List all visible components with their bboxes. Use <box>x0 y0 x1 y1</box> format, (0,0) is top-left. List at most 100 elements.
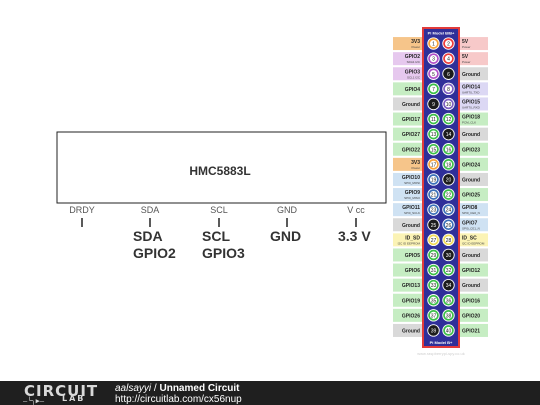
header-pin-number: 1 <box>432 42 435 48</box>
header-pin-name: GPIO6 <box>405 268 421 274</box>
header-pin-number: 10 <box>446 102 452 108</box>
header-pin-name: Ground <box>402 223 420 229</box>
header-pin-name: GPIO27 <box>402 132 420 138</box>
header-label-left <box>393 263 422 277</box>
circuit-title: Unnamed Circuit <box>159 383 240 394</box>
header-bottom-label: Pi Model B+ <box>430 340 453 345</box>
header-pin-center <box>444 190 453 199</box>
header-pin-number: 17 <box>431 162 437 168</box>
header-pin-number: 38 <box>446 313 452 319</box>
header-pin-name: GPIO13 <box>402 283 420 289</box>
header-pin-number: 33 <box>431 283 437 289</box>
header-label-left <box>393 172 422 186</box>
pin-connection-label: GPIO3 <box>202 245 245 261</box>
author-link[interactable]: aalsayyi <box>115 383 152 394</box>
header-pin-center <box>444 221 453 229</box>
header-pin-name: GPIO25 <box>462 193 480 199</box>
header-label-right <box>460 218 488 232</box>
header-pin-center <box>429 39 438 48</box>
header-pin-number: 4 <box>447 57 450 63</box>
header-pin-number: 21 <box>431 193 437 199</box>
header-label-right <box>460 278 488 292</box>
header-pin-center <box>429 85 438 93</box>
header-pin-center <box>429 115 438 123</box>
header-pin-center <box>429 221 438 229</box>
header-pin-center <box>429 100 438 108</box>
header-label-right <box>460 172 488 186</box>
header-pin-name: GPIO22 <box>402 147 420 153</box>
header-pin-center <box>444 175 453 184</box>
header-pin-name: 3V3 <box>411 160 420 166</box>
header-pin-number: 11 <box>431 117 436 123</box>
header-pin-number: 39 <box>431 328 437 334</box>
header-pin-name: Ground <box>462 177 480 183</box>
header-label-right <box>460 263 488 277</box>
header-pin-number: 23 <box>431 208 437 214</box>
header-pin-center <box>429 175 438 184</box>
header-label-left <box>393 248 422 262</box>
header-pin-number: 32 <box>446 268 452 274</box>
header-pin-number: 13 <box>431 132 437 138</box>
header-pin-name: GPIO3 <box>405 69 421 75</box>
header-pin-name: GPIO7 <box>462 220 478 226</box>
header-pin-name: GPIO8 <box>462 205 478 211</box>
header-label-right <box>460 112 488 126</box>
header-pin-number: 37 <box>431 313 437 319</box>
header-pin-name: GPIO19 <box>402 298 420 304</box>
header-pin-center <box>444 311 453 319</box>
header-pin-number: 26 <box>446 223 452 229</box>
chip-pin-label: V cc <box>347 205 365 215</box>
header-label-right <box>460 323 488 337</box>
header-pin-function: SPI0_CE0_N <box>462 211 480 215</box>
circuitlab-logo[interactable]: CIRCUIT <box>24 382 99 400</box>
header-label-left <box>393 278 422 292</box>
header-pin-number: 31 <box>431 268 437 274</box>
pin-connection-label: SDA <box>133 228 163 244</box>
header-pin-function: SPI0_CE1_N <box>462 226 480 230</box>
header-label-right <box>460 293 488 307</box>
header-label-left <box>393 97 422 111</box>
pin-connection-label: GPIO2 <box>133 245 176 261</box>
header-pin-name: Ground <box>462 253 480 259</box>
header-pin-number: 28 <box>446 238 452 244</box>
header-pin-center <box>444 206 453 214</box>
header-pin-name: Ground <box>462 72 480 78</box>
header-label-right <box>460 37 488 51</box>
chip-body[interactable] <box>56 131 387 204</box>
header-pin-name: GPIO12 <box>462 268 480 274</box>
header-pin-function: SDA1 I2C <box>407 60 421 64</box>
header-pin-center <box>429 266 438 274</box>
chip-pin-label: GND <box>277 205 298 215</box>
header-pin-center <box>444 130 453 138</box>
header-pin-center <box>429 190 438 199</box>
header-pin-center <box>444 296 453 304</box>
header-pin-number: 25 <box>431 223 437 229</box>
header-label-left <box>393 67 422 81</box>
header-pin-number: 30 <box>446 253 452 259</box>
header-label-left <box>393 188 422 202</box>
header-pin-number: 14 <box>446 132 452 138</box>
header-pin-center <box>444 236 453 244</box>
header-pin-number: 18 <box>446 162 452 168</box>
header-label-left <box>393 82 422 96</box>
header-pin-function: SPI0_MISO <box>404 196 421 200</box>
header-pin-center <box>444 266 453 274</box>
circuitlab-logo-icon: —╰╮▶— <box>23 397 45 405</box>
chip-pin-label: SDA <box>141 205 160 215</box>
header-label-left <box>393 112 422 126</box>
header-label-left <box>393 233 422 247</box>
header-pin-number: 24 <box>446 208 452 214</box>
header-pin-number: 8 <box>447 87 450 93</box>
circuit-url[interactable]: http://circuitlab.com/cx56nup <box>115 394 242 405</box>
header-pin-number: 36 <box>446 298 452 304</box>
header-pin-function: UART0_RXD <box>462 105 481 109</box>
header-pin-function: PCM_CLK <box>462 121 476 125</box>
circuit-byline: aalsayyi / Unnamed Circuit <box>115 383 240 394</box>
chip-pin-label: SCL <box>210 205 228 215</box>
header-pin-function: Power <box>411 45 420 49</box>
header-pin-center <box>444 70 453 78</box>
header-pin-center <box>444 100 453 108</box>
header-pin-center <box>429 55 438 63</box>
header-pin-name: GPIO26 <box>402 313 420 319</box>
